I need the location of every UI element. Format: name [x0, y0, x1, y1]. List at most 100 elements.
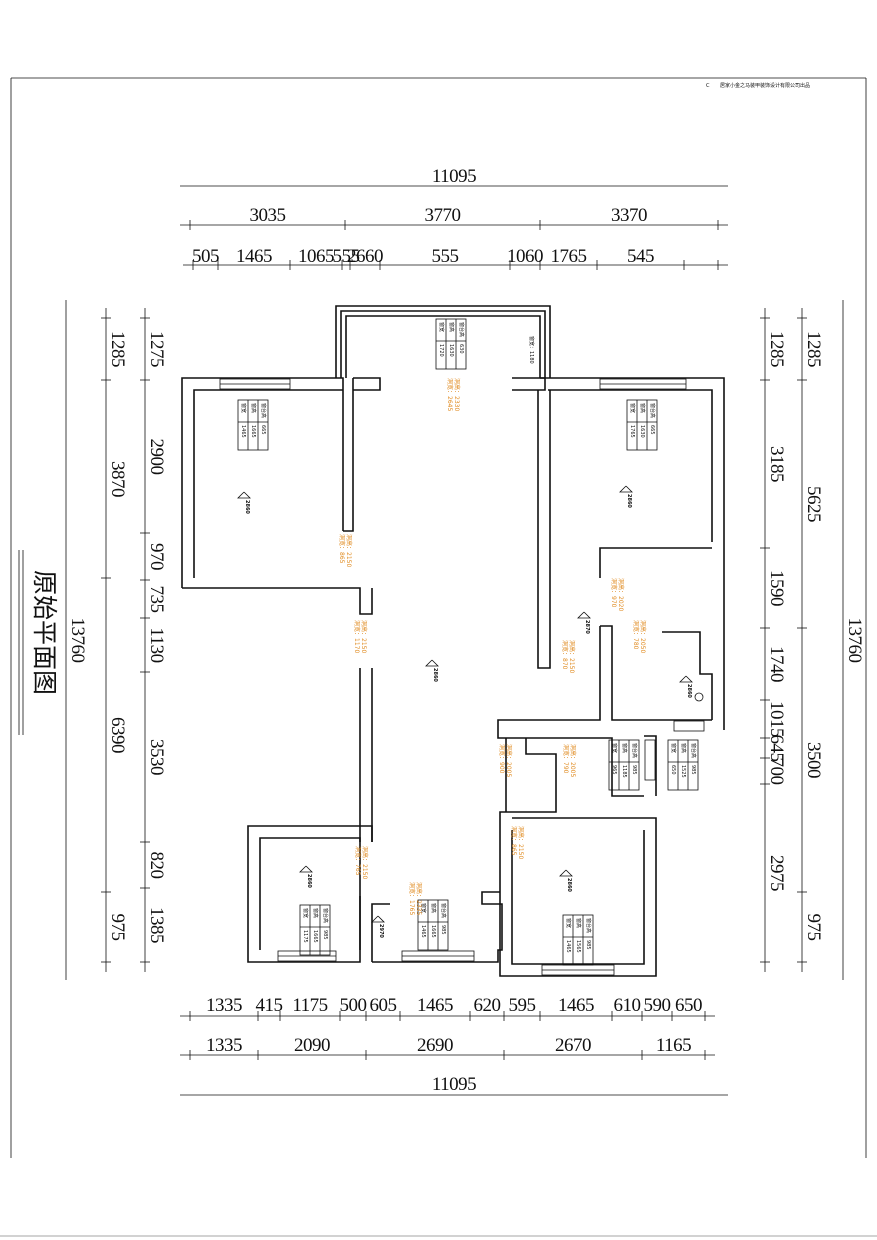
window-tag-value: 630	[458, 344, 464, 354]
window-tag-value: 1465	[420, 925, 426, 938]
left-mid-label: 3870	[107, 461, 128, 497]
window-tag-label: 窗台高	[458, 322, 465, 337]
window-tag-label: 窗高	[250, 403, 257, 413]
window-tag-value: 1525	[680, 765, 686, 778]
window-tag-value: 665	[260, 425, 266, 435]
wall-bedroom-br-outer	[499, 817, 657, 977]
window-tag-label: 窗高	[312, 908, 319, 918]
level-triangle-icon	[619, 485, 633, 493]
level-triangle-icon	[299, 865, 313, 873]
opening-note: 洞宽：2645	[446, 378, 454, 411]
wall-kitchen-inner	[499, 738, 557, 822]
opening-note: 洞宽：865	[338, 534, 346, 564]
ceiling-height-label: 2860	[306, 874, 312, 888]
top-mid-label: 3770	[425, 205, 461, 226]
ceiling-height-marker: 2870	[577, 611, 591, 634]
left-fine-label: 1385	[146, 907, 167, 943]
ceiling-height-label: 2860	[626, 494, 632, 508]
window-tag-value: 1465	[565, 940, 571, 953]
wall-balcony-inner	[345, 315, 541, 378]
window-tag-frame	[667, 739, 699, 791]
window-tag-label: 窗台高	[631, 743, 638, 758]
level-triangle-icon	[371, 915, 385, 923]
opening-note: 洞宽：870	[561, 640, 569, 670]
window-tag-value: 985	[585, 940, 591, 950]
walls	[181, 305, 725, 977]
wall-bedroom-right-outer	[540, 377, 725, 730]
right-fine-label: 2975	[766, 855, 787, 891]
opening-note: 洞高：2330	[453, 378, 461, 411]
wall-bath-right	[662, 631, 713, 720]
window-tag-frame	[237, 399, 269, 451]
opening-note: 洞高：2050	[639, 620, 647, 653]
level-triangle-icon	[577, 611, 591, 619]
left-mid-label: 975	[107, 914, 128, 941]
windows	[219, 378, 705, 976]
wall-bedroom-left-inner	[193, 389, 343, 578]
top-fine-label: 545	[627, 246, 654, 267]
level-triangle-icon	[237, 491, 251, 499]
wall-bedroom-bl-outer	[247, 825, 373, 963]
opening-note: 洞宽：970	[610, 578, 618, 608]
level-triangle-icon	[559, 869, 573, 877]
right-fine-label: 1285	[766, 331, 787, 367]
opening-note: 洞高：2005	[505, 744, 513, 777]
right-mid-label: 5625	[803, 486, 824, 522]
wall-balcony-stub-right	[512, 377, 546, 391]
left-total-label: 13760	[67, 618, 88, 663]
wall-bottom-stub	[371, 903, 390, 962]
window-tag-value: 1665	[312, 930, 318, 943]
window-tag-frame	[417, 899, 449, 951]
wall-balcony-outer	[335, 305, 551, 378]
left-mid-label: 1285	[107, 331, 128, 367]
top-mid-label: 3370	[611, 205, 647, 226]
window-tag-value: 985	[690, 765, 696, 775]
left-fine-label: 735	[146, 586, 167, 613]
opening-note: 洞高：2150	[361, 846, 369, 879]
window-tag-label: 窗宽	[611, 743, 618, 753]
window-tag-value: 1765	[629, 425, 635, 438]
window-tag-value: 1465	[240, 425, 246, 438]
top-fine-label: 505	[192, 246, 219, 267]
ceiling-height-label: 2860	[566, 878, 572, 892]
window-tag-value: 965	[611, 765, 617, 775]
bottom-fine-label: 595	[509, 995, 536, 1016]
top-fine-label: 1065	[298, 246, 334, 267]
window-tag-label: 窗台高	[260, 403, 267, 418]
window-tag-frame	[435, 318, 467, 370]
window-tag-value: 1665	[430, 925, 436, 938]
window-tag-label: 窗宽	[420, 903, 427, 913]
window-tag-label: 窗宽	[629, 403, 636, 413]
opening-note: 洞高：2020	[617, 578, 625, 611]
balcony-window-note: 窗宽：1180	[528, 336, 535, 364]
window-tag-label: 窗宽	[438, 322, 445, 332]
top-fine-label: 2660	[347, 246, 383, 267]
window-kitchen	[644, 739, 656, 781]
bottom-fine-label: 650	[675, 995, 702, 1016]
window-tag-label: 窗台高	[322, 908, 329, 923]
left-fine-label: 2900	[146, 439, 167, 475]
window-tag-value: 1665	[250, 425, 256, 438]
level-triangle-icon	[679, 675, 693, 683]
top-total-label: 11095	[432, 166, 476, 187]
bottom-fine-label: 1335	[206, 995, 242, 1016]
opening-note: 洞高：2150	[568, 640, 576, 673]
window-tag-label: 窗宽	[565, 918, 572, 928]
top-fine-label: 1765	[551, 246, 587, 267]
window-tag-value: 1720	[438, 344, 444, 357]
window-tag-label: 窗宽	[670, 743, 677, 753]
bottom-fine-label: 590	[644, 995, 671, 1016]
window-tag-value: 1630	[448, 344, 454, 357]
ceiling-height-label: 2860	[244, 500, 250, 514]
opening-note: 洞宽：780	[632, 620, 640, 650]
ceiling-height-marker: 2970	[371, 915, 385, 938]
right-fine-label: 1740	[766, 646, 787, 682]
